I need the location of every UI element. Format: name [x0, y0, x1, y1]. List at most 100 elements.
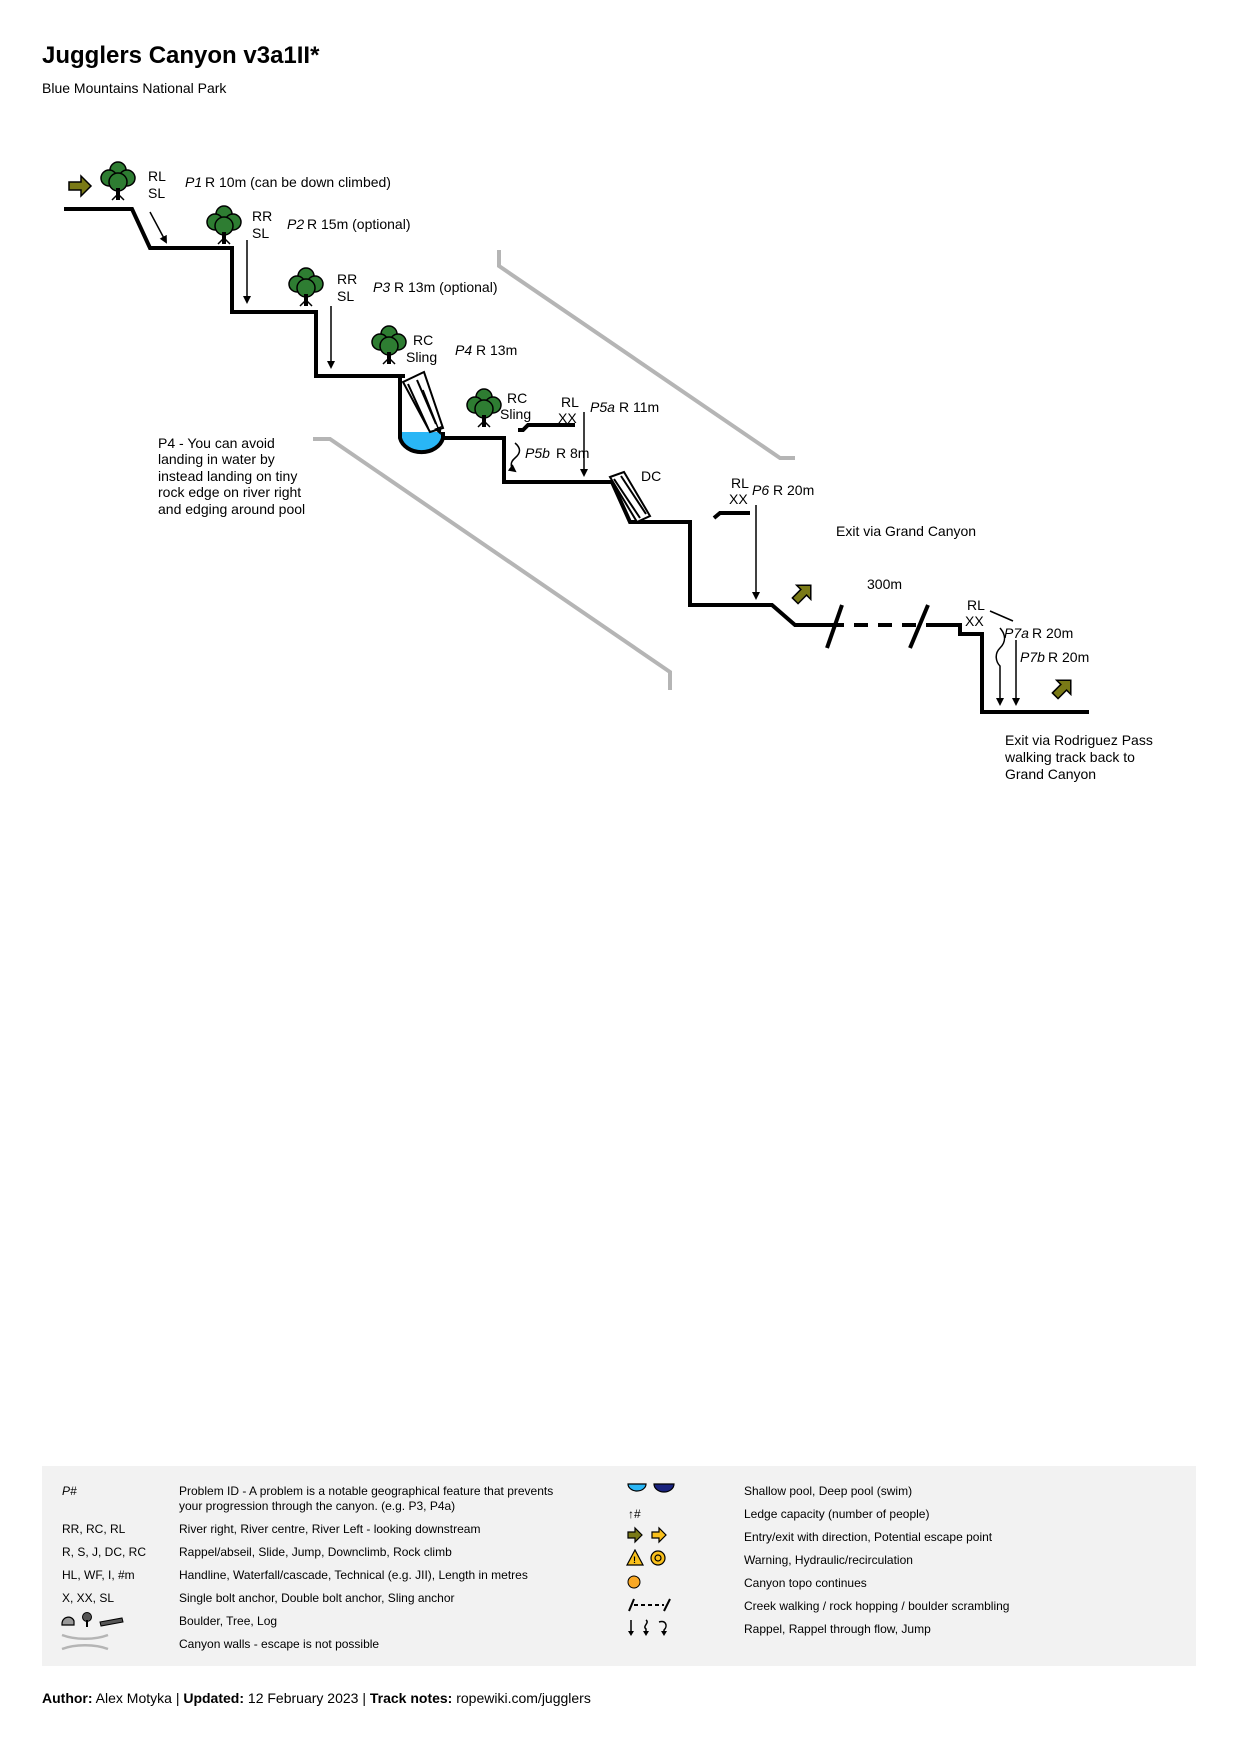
slide-icon — [608, 470, 652, 524]
legend-desc: River right, River centre, River Left - … — [179, 1522, 481, 1536]
legend-key: HL, WF, I, #m — [62, 1568, 135, 1582]
rappel-flow-arrow-p7a — [995, 627, 1006, 706]
p7-anchor-side: RL — [967, 597, 985, 613]
tree-icon — [288, 267, 324, 307]
p3-anchor-side: RR — [337, 271, 357, 287]
canyon-floor-line-2 — [441, 436, 830, 627]
legend-continue-icon — [627, 1575, 641, 1589]
distance-label: 300m — [867, 576, 902, 592]
legend-desc: Problem ID - A problem is a notable geog… — [179, 1484, 554, 1513]
p5b-id: P5b — [525, 445, 550, 461]
pool-icon — [398, 432, 445, 455]
rappel-flow-arrow-p5b — [507, 442, 521, 473]
rappel-arrow-p4 — [422, 389, 442, 435]
legend-warning-icons: ! — [626, 1549, 666, 1566]
page-title: Jugglers Canyon v3a1II* — [42, 42, 320, 69]
p2-anchor-type: SL — [252, 225, 269, 241]
legend-box: P# Problem ID - A problem is a notable g… — [42, 1466, 1196, 1666]
p5a-anchor-type: XX — [558, 410, 577, 426]
p7a-id: P7a — [1004, 625, 1029, 641]
legend-pool-icons — [627, 1483, 675, 1493]
legend-desc: Canyon topo continues — [744, 1576, 867, 1590]
p7-anchor-type: XX — [965, 613, 984, 629]
svg-text:Exit via Rodriguez Pass: Exit via Rodriguez Pass — [1005, 732, 1153, 748]
author-name: Alex Motyka — [95, 1690, 172, 1706]
tree-icon — [82, 1612, 92, 1627]
p6-desc: R 20m — [773, 482, 814, 498]
creek-walk-slash-2 — [908, 604, 930, 649]
p1-anchor-side: RL — [148, 168, 166, 184]
legend-desc: Single bolt anchor, Double bolt anchor, … — [179, 1591, 455, 1605]
warning-icon — [626, 1549, 644, 1566]
p7a-desc: R 20m — [1032, 625, 1073, 641]
arrow-up-right-icon — [1047, 672, 1079, 704]
shallow-pool-icon — [627, 1483, 647, 1492]
svg-text:P4 - You can avoid: P4 - You can avoid — [158, 435, 275, 451]
jump-icon — [658, 1620, 667, 1634]
dc-label: DC — [641, 468, 661, 484]
p6-anchor-side: RL — [731, 475, 749, 491]
canyon-wall-upper — [497, 250, 795, 460]
legend-desc: Ledge capacity (number of people) — [744, 1507, 930, 1521]
p4-id: P4 — [455, 342, 472, 358]
legend-desc: Handline, Waterfall/cascade, Technical (… — [179, 1568, 528, 1582]
rappel-arrow-p1 — [149, 211, 167, 244]
p3-id: P3 — [373, 279, 390, 295]
exit-grand-canyon: Exit via Grand Canyon — [836, 523, 976, 539]
hydraulic-icon — [650, 1550, 666, 1566]
p5a-id: P5a — [590, 399, 615, 415]
legend-key: P# — [62, 1484, 77, 1498]
arrow-right-icon — [68, 175, 92, 197]
legend-key: R, S, J, DC, RC — [62, 1545, 147, 1559]
p3-anchor-type: SL — [337, 288, 354, 304]
legend-desc: Shallow pool, Deep pool (swim) — [744, 1484, 913, 1498]
p2-anchor-side: RR — [252, 208, 272, 224]
legend-desc: Boulder, Tree, Log — [179, 1614, 278, 1628]
anchor-line-p7a — [989, 610, 1014, 622]
legend-creek-icon — [628, 1598, 671, 1612]
p5a-anchor-side: RL — [561, 394, 579, 410]
p4-anchor-type: Sling — [406, 349, 437, 365]
p1-anchor-type: SL — [148, 185, 165, 201]
p7b-id: P7b — [1020, 649, 1045, 665]
entry-arrow-icon — [627, 1526, 643, 1544]
svg-text:rock edge on river right: rock edge on river right — [158, 484, 301, 500]
legend-wall-icon — [61, 1633, 109, 1651]
rappel-flow-icon — [644, 1619, 648, 1634]
p2-desc: R 15m (optional) — [307, 216, 411, 232]
track-notes-link[interactable]: ropewiki.com/jugglers — [456, 1690, 591, 1706]
p6-id: P6 — [752, 482, 769, 498]
p6-anchor-type: XX — [729, 491, 748, 507]
p4-note: P4 - You can avoid landing in water by i… — [158, 435, 305, 517]
p2-id: P2 — [287, 216, 304, 232]
legend-desc: Canyon walls - escape is not possible — [179, 1637, 380, 1651]
legend-desc: Rappel/abseil, Slide, Jump, Downclimb, R… — [179, 1545, 452, 1559]
p4-desc: R 13m — [476, 342, 517, 358]
log-icon — [99, 1617, 124, 1627]
p1-desc: R 10m (can be down climbed) — [205, 174, 391, 190]
legend-desc: Warning, Hydraulic/recirculation — [744, 1553, 913, 1567]
escape-arrow-icon — [651, 1526, 667, 1544]
page-subtitle: Blue Mountains National Park — [42, 80, 227, 96]
legend-desc: Entry/exit with direction, Potential esc… — [744, 1530, 993, 1544]
deep-pool-icon — [653, 1483, 675, 1493]
exit-rodriguez-note: Exit via Rodriguez Pass walking track ba… — [1004, 732, 1153, 782]
p3-desc: R 13m (optional) — [394, 279, 498, 295]
p1-id: P1 — [185, 174, 202, 190]
ledge-p6 — [712, 511, 750, 520]
svg-text:landing in water by: landing in water by — [158, 451, 275, 467]
canyon-wall-lower — [313, 437, 672, 690]
legend-desc: Rappel, Rappel through flow, Jump — [744, 1622, 931, 1636]
canyon-floor-line — [64, 207, 405, 378]
p7b-desc: R 20m — [1048, 649, 1089, 665]
legend-boulder-tree-log-icons — [61, 1612, 124, 1627]
p5a-desc: R 11m — [619, 399, 659, 415]
footer: Author: Alex Motyka | Updated: 12 Februa… — [42, 1690, 591, 1706]
svg-text:Grand Canyon: Grand Canyon — [1005, 766, 1096, 782]
updated-date: 12 February 2023 — [247, 1690, 359, 1706]
p5b-desc: R 8m — [556, 445, 589, 461]
p5-tree-anchor-type: Sling — [500, 406, 531, 422]
legend-ledge-key: ↑# — [628, 1507, 641, 1521]
svg-text:instead landing on tiny: instead landing on tiny — [158, 468, 297, 484]
ledge-p5a — [518, 423, 575, 432]
